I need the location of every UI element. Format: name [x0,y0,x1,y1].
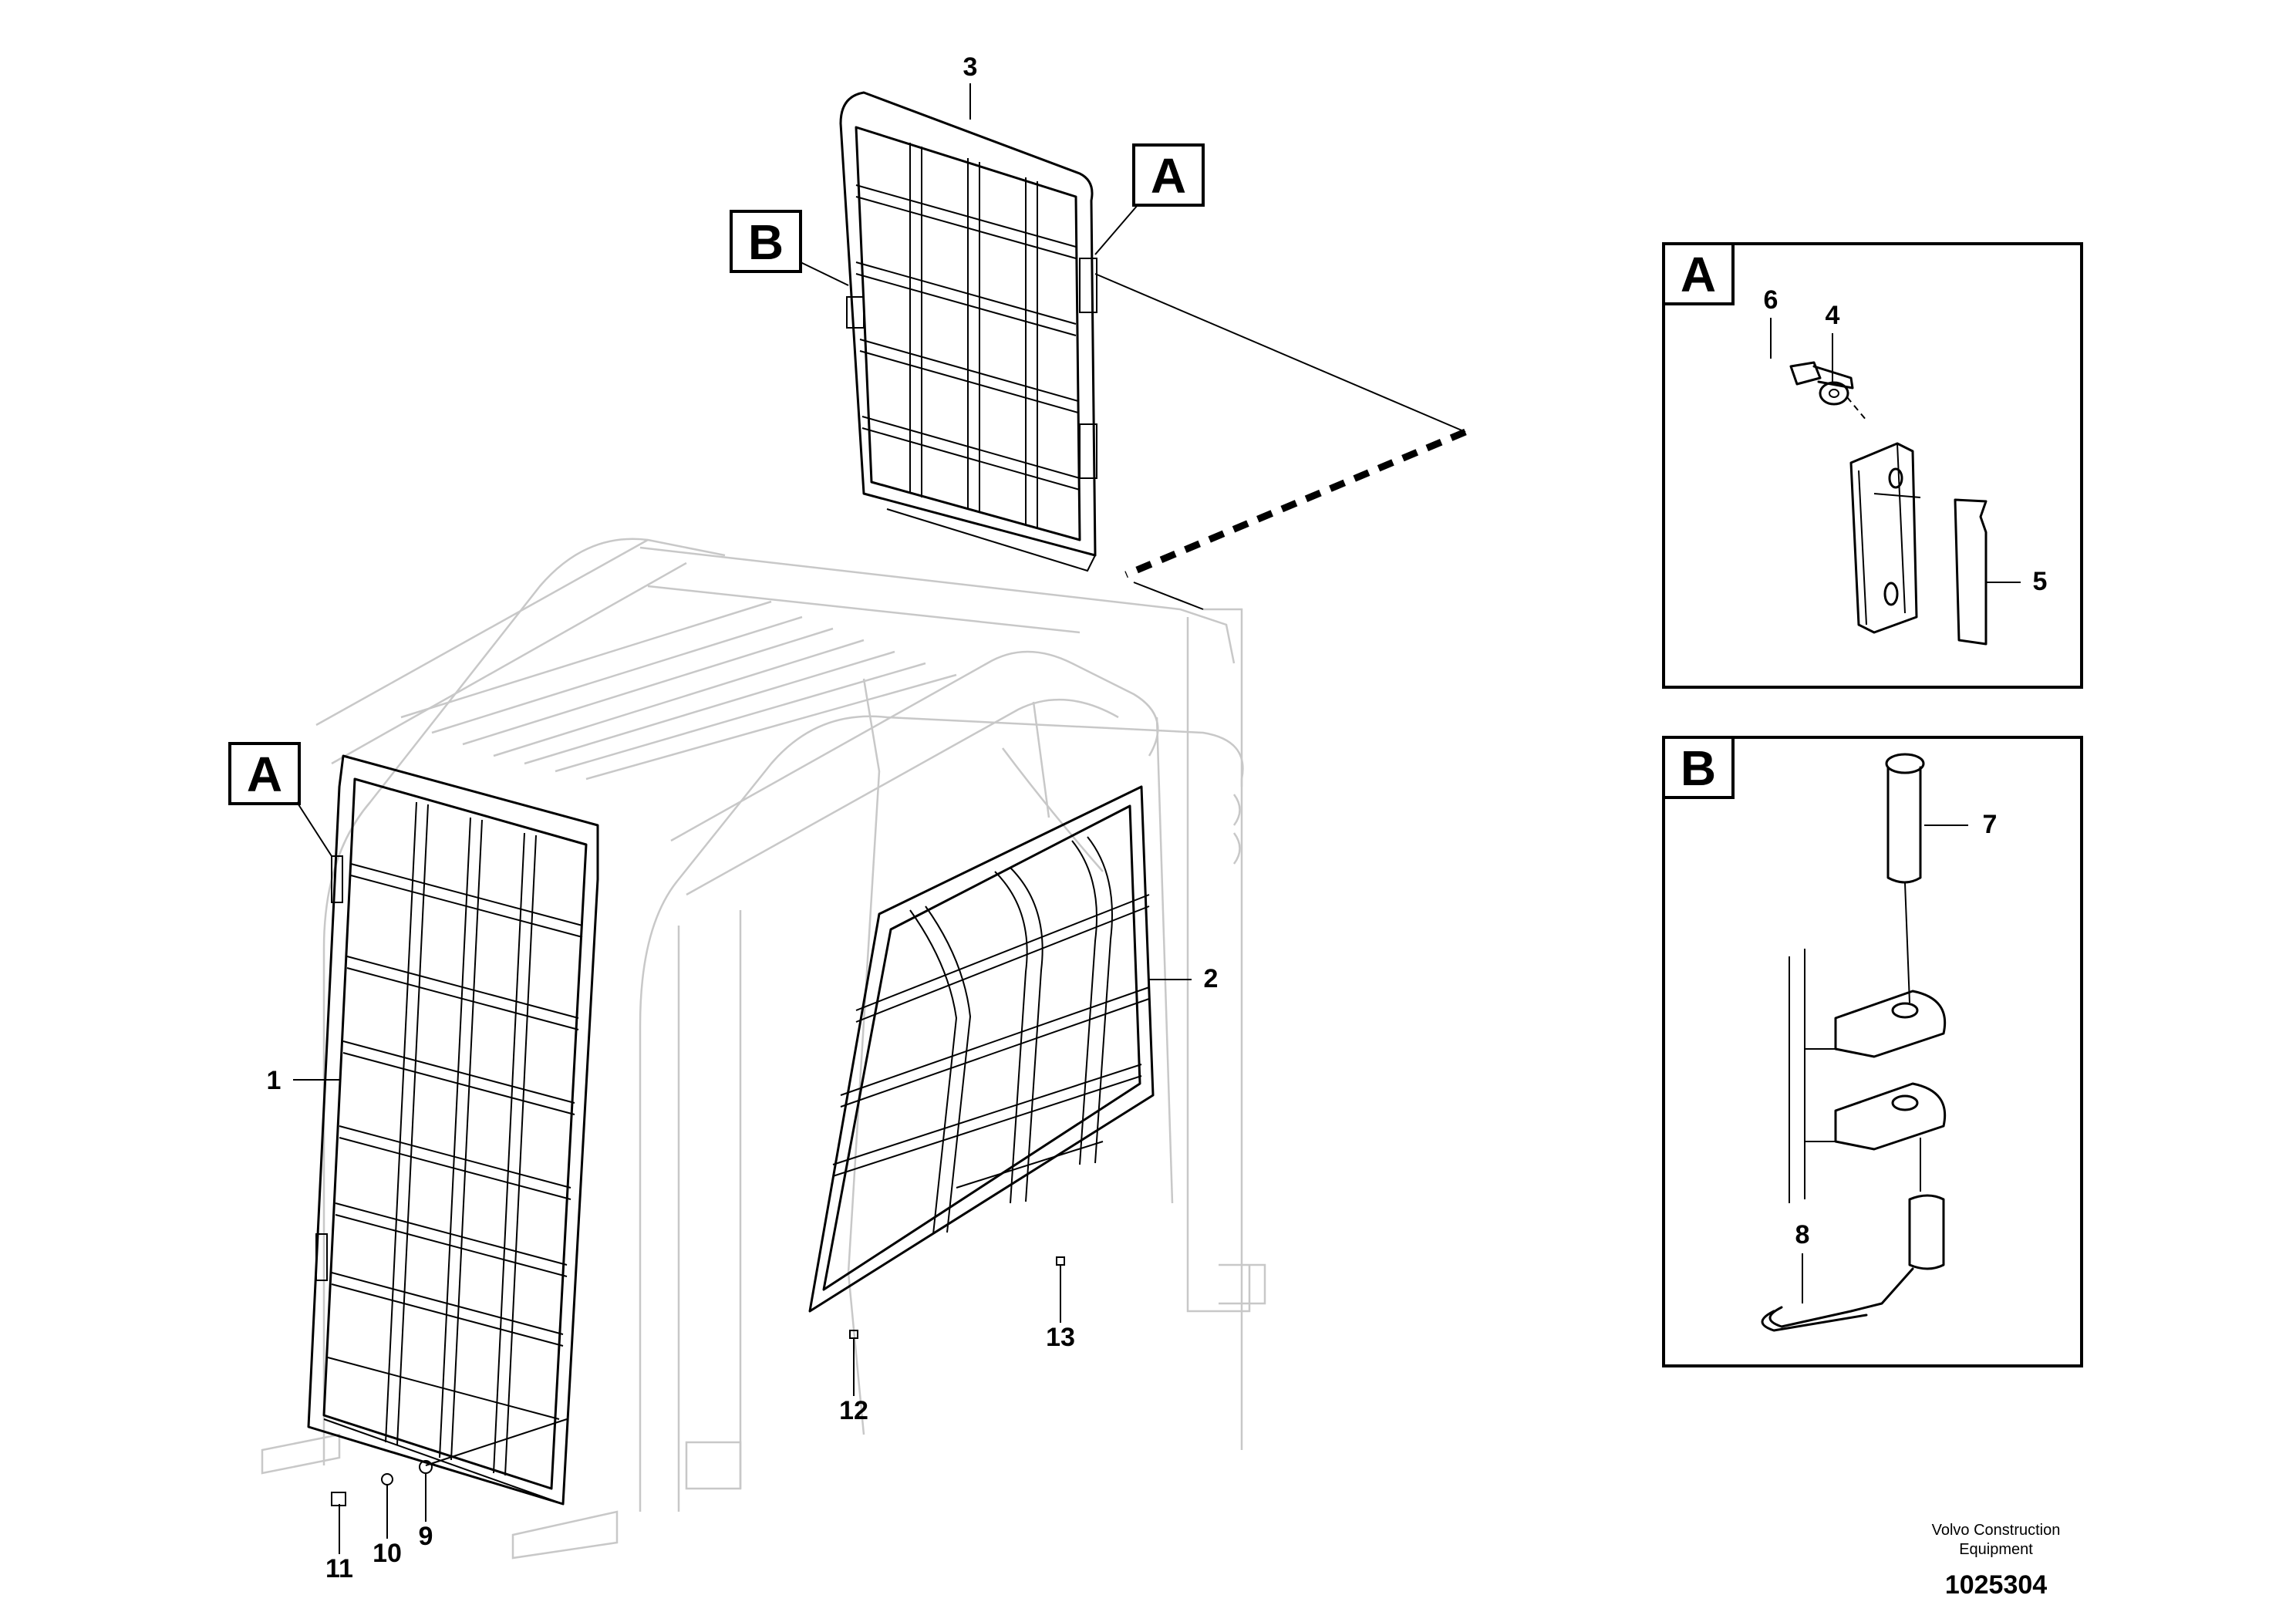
view-b-marker-top: B [730,210,849,286]
callout-10: 10 [373,1539,402,1568]
callout-12: 12 [839,1396,868,1425]
detail-a-label: A [1681,247,1716,302]
credit-line-2: Equipment [1959,1541,2033,1558]
credit-block: Volvo Construction Equipment 1025304 [1932,1522,2061,1600]
credit-line-1: Volvo Construction [1932,1522,2061,1539]
callout-6: 6 [1764,285,1778,315]
guard-1 [307,754,599,1506]
view-a-marker-top: A [1094,143,1205,255]
callout-13: 13 [1046,1323,1075,1352]
view-a-marker-label: A [1151,148,1186,204]
callout-5: 5 [2033,567,2048,596]
callout-9: 9 [419,1522,433,1551]
callout-7: 7 [1983,810,1998,839]
view-a-marker-left: A [228,742,332,857]
cab-body [261,538,1266,1560]
view-a-marker-label-2: A [247,747,282,802]
roof-slats [400,600,957,781]
document-number: 1025304 [1945,1570,2047,1600]
callout-3: 3 [963,52,978,82]
explosion-lines [1094,273,1467,610]
callout-8: 8 [1795,1220,1810,1249]
callout-11: 11 [325,1554,353,1583]
view-b-marker-label: B [748,214,784,270]
callouts: 3 1 2 13 12 11 10 9 [267,52,1219,1583]
detail-b-frame [1662,736,2083,1367]
detail-b-label: B [1681,740,1716,796]
guard-3 [839,91,1097,572]
detail-a-frame [1662,242,2083,689]
detail-view-a: A 6 4 5 [1662,242,2083,689]
callout-1: 1 [267,1066,282,1095]
callout-4: 4 [1826,301,1840,330]
guard-2 [808,785,1155,1313]
callout-2: 2 [1204,964,1219,993]
detail-view-b: B 7 8 [1662,736,2083,1367]
